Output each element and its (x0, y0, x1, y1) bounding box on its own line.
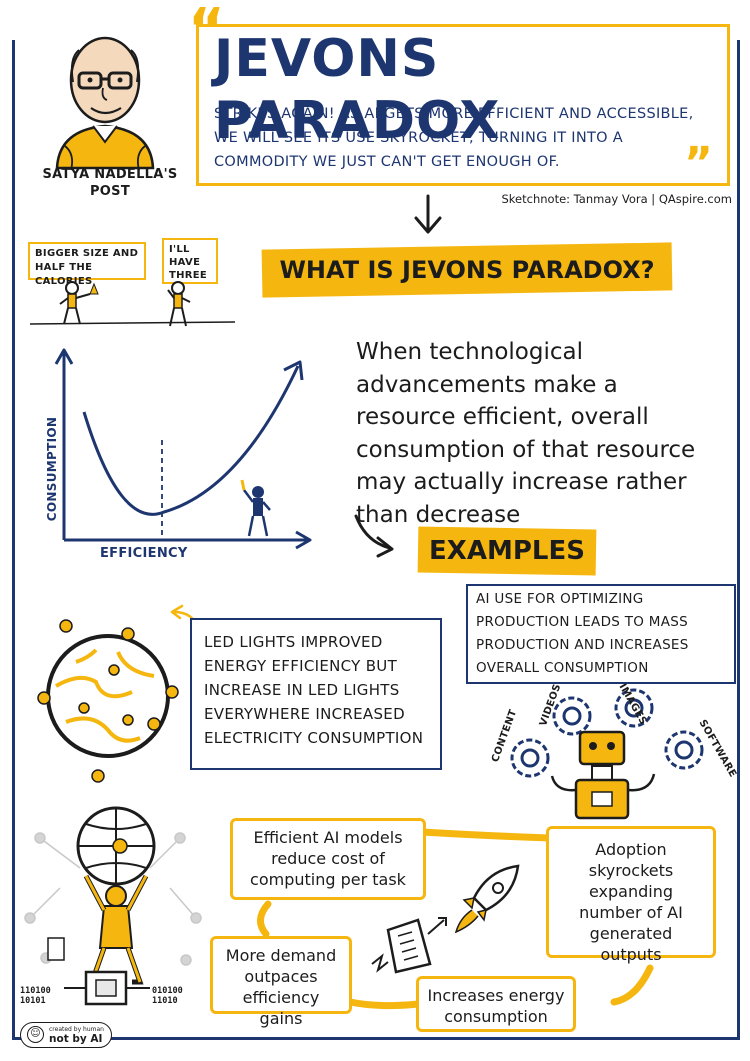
cycle-step-demand-text: More demand outpaces efficiency gains (225, 946, 337, 1028)
binary-right-bottom: 11010 (152, 996, 178, 1006)
ai-production-text: AI USE FOR OPTIMIZING PRODUCTION LEADS T… (476, 591, 689, 676)
curved-arrow-icon (354, 514, 394, 558)
smile-icon: ☺ (27, 1026, 44, 1043)
rocket-building-illustration (371, 864, 520, 974)
page-title: JEVONS PARADOX (214, 29, 501, 151)
globe-person-illustration (24, 806, 202, 1006)
stick-figures-illustration (29, 281, 236, 327)
cycle-step-energy-text: Increases energy consumption (427, 986, 565, 1026)
badge-line2: not by AI (49, 1033, 103, 1045)
cycle-step-efficient-models-text: Efficient AI models reduce cost of compu… (250, 828, 406, 889)
cycle-step-demand: More demand outpaces efficiency gains (210, 936, 352, 1028)
open-quote-icon: “ (188, 0, 225, 62)
cycle-step-energy: Increases energy consumption (416, 976, 576, 1032)
cycle-step-adoption-text: Adoption skyrockets expanding number of … (579, 840, 683, 964)
binary-left: 110100 10101 (20, 986, 51, 1006)
speech-bubble-left-text: BIGGER SIZE and HALF the CALORIES (35, 248, 139, 287)
page-frame (12, 40, 740, 1040)
badge-line1: created by human (49, 1026, 104, 1033)
close-quote-icon: ” (684, 138, 713, 189)
examples-heading: EXAMPLES (429, 536, 585, 566)
cycle-connectors (257, 828, 654, 1010)
credit-text: Sketchnote: Tanmay Vora | QAspire.com (501, 192, 733, 206)
graph-ylabel: CONSUMPTION (45, 416, 59, 522)
binary-left-bottom: 10101 (20, 996, 46, 1006)
portrait-illustration (55, 36, 155, 171)
speech-bubble-right: I'LL HAVE THREE (162, 238, 218, 284)
led-globe-illustration (37, 619, 179, 783)
efficiency-consumption-graph (54, 348, 312, 550)
led-example-text: LED LIGHTS IMPROVED ENERGY EFFICIENCY BU… (204, 633, 424, 747)
cycle-step-adoption: Adoption skyrockets expanding number of … (546, 826, 716, 964)
ai-production-box (466, 584, 736, 684)
not-by-ai-badge: ☺ created by human not by AI (20, 1022, 112, 1048)
header-quote-box (196, 24, 730, 186)
speech-bubble-left: BIGGER SIZE and HALF the CALORIES (28, 242, 146, 287)
binary-right-top: 010100 (152, 986, 183, 996)
down-arrow-icon (414, 194, 442, 234)
avatar-caption-line1: SATYA NADELLA'S (42, 167, 178, 182)
avatar-caption: SATYA NADELLA'S POST (30, 166, 190, 200)
binary-right: 010100 11010 (152, 986, 183, 1006)
led-example-box (190, 618, 442, 770)
speech-bubble-right-text: I'LL HAVE THREE (169, 244, 208, 281)
definition-text: When technological advancements make a r… (356, 339, 696, 528)
gears-robot-illustration (510, 688, 704, 820)
what-is-heading: WHAT IS JEVONS PARADOX? (279, 256, 655, 284)
cycle-step-efficient-models: Efficient AI models reduce cost of compu… (230, 818, 426, 900)
header-quote-text: STRIKES AGAIN! AS AI GETS MORE EFFICIENT… (214, 106, 694, 170)
binary-left-top: 110100 (20, 986, 51, 996)
graph-xlabel: EFFICIENCY (100, 546, 188, 561)
avatar-caption-line2: POST (89, 184, 130, 199)
